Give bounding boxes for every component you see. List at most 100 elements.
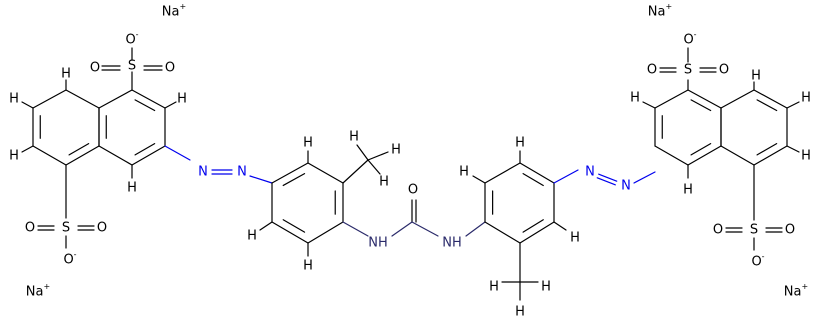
charge-label: - [762,252,765,261]
left-naphthalene-ring-b [65,89,100,109]
right-naphthalene-ring-b [753,89,788,109]
hydrogen-label: H [570,231,580,246]
hydrogen-label: H [630,91,640,106]
left-naphthalene-ring-b [65,145,100,166]
hydrogen-label: H [379,175,389,190]
hydrogen-label: H [489,280,499,295]
right-benzene-ring [484,221,521,244]
nh-label: NH [442,236,462,251]
charge-label: + [802,282,809,291]
hydrogen-bond [367,151,389,161]
left-azo-bond [164,145,191,161]
hydrogen-label: H [303,136,313,151]
right-benzene-ring [519,221,555,244]
left-naphthalene-ring-a [134,99,156,112]
right-benzene-ring [484,162,521,184]
oxygen-label: O [647,63,657,78]
left-benzene-ring [307,162,344,184]
right-azo-bond [633,171,656,184]
hydrogen-label: H [127,181,137,196]
hydrogen-label: H [9,149,19,164]
left-naphthalene-ring-a [98,145,133,166]
amide-nh-bond [465,221,486,237]
hydrogen-label: H [515,305,525,320]
right-naphthalene-ring-a [690,99,712,112]
hydrogen-label: H [541,280,551,295]
hydrogen-label: H [247,229,257,244]
amide-nh-bond [342,221,369,237]
right-azo-double-bond [598,173,618,182]
hydrogen-label: H [459,165,469,180]
nitrogen-label: N [237,165,247,180]
hydrogen-label: H [515,136,525,151]
right-azo-bond [553,169,579,184]
right-benzene-ring [522,219,544,233]
hydrogen-bond [21,145,34,153]
charge-label: - [136,30,139,39]
oxygen-label: O- [63,250,76,268]
amide-nh-bond [411,221,439,237]
left-naphthalene-ring-a [98,89,133,109]
hydrogen-bond [786,101,800,109]
sodium-label: Na+ [162,2,186,20]
right-benzene-ring [522,172,544,187]
hydrogen-label: H [801,91,811,106]
left-benzene-ring [307,221,344,244]
hydrogen-bond [164,101,177,109]
left-benzene-ring [271,221,309,244]
hydrogen-bond [356,144,369,161]
right-naphthalene-ring-b [720,89,755,109]
hydrogen-label: H [683,183,693,198]
hydrogen-bond [472,175,486,184]
sulfur-label: S [62,221,70,236]
left-azo-bond [249,175,273,184]
nitrogen-label: N [198,165,208,180]
left-naphthalene-ring-a [131,145,166,166]
left-benzene-ring [282,219,306,233]
right-naphthalene-ring-a [687,145,722,166]
right-naphthalene-ring-a [687,89,722,109]
right-naphthalene-ring-a [654,89,689,109]
hydrogen-label: H [177,92,187,107]
nh-label: NH [368,236,388,251]
nitrogen-label: N [621,179,631,194]
charge-label: - [74,250,77,259]
oxygen-label: O [90,61,100,76]
right-naphthalene-ring-b [756,143,778,156]
oxygen-label: O [165,61,175,76]
charge-label: + [180,2,187,11]
hydrogen-bond [21,101,34,109]
hydrogen-bond [642,101,656,109]
right-naphthalene-ring-b [753,145,788,166]
hydrogen-label: H [349,130,359,145]
oxygen-label: O [408,183,418,198]
oxygen-label: O- [125,30,138,48]
oxygen-label: O- [751,252,764,270]
sulfur-label: S [128,59,136,74]
charge-label: + [666,2,673,11]
left-benzene-ring [282,172,306,187]
charge-label: - [694,30,697,39]
left-benzene-ring [271,162,309,184]
hydrogen-bond [367,159,381,175]
methyl-bond [342,159,369,184]
hydrogen-label: H [9,92,19,107]
amide-nh-bond [391,221,413,237]
oxygen-label: O [713,223,723,238]
right-naphthalene-ring-a [690,143,712,156]
oxygen-label: O- [683,30,696,48]
hydrogen-bond [786,145,800,153]
right-benzene-ring [519,162,555,184]
hydrogen-label: H [61,67,71,82]
bonds-layer [21,47,800,301]
hydrogen-label: H [391,143,401,158]
left-naphthalene-ring-a [134,143,156,156]
right-naphthalene-ring-a [654,145,689,166]
sulfur-label: S [750,223,758,238]
left-naphthalene-ring-a [131,89,166,109]
right-naphthalene-ring-b [756,99,778,112]
sodium-label: Na+ [784,282,808,300]
hydrogen-label: H [801,149,811,164]
